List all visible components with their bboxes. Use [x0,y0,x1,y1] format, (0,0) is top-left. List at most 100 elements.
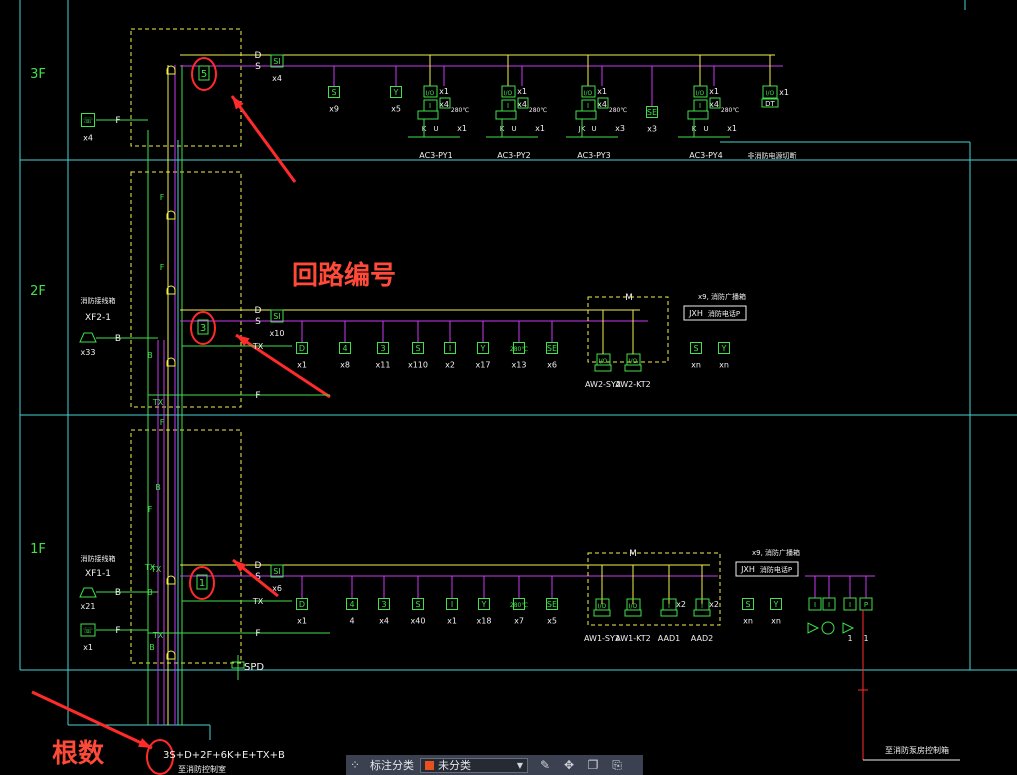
damper-i-mark-1: I [429,102,431,110]
riser-label-9: B [149,643,155,652]
jxh-box-2f [683,305,747,321]
device-1f-2-mark: 4 [349,600,354,609]
phone-1f-icon [80,623,96,637]
damper-count1-3: x1 [597,87,607,96]
damper-temp-box-3 [597,97,609,109]
annotation-toolbar: ⁘ 标注分类 未分类 ▼ ✎ ✥ ❐ ⎘ [346,755,643,775]
jxh-device-1f-2-icon [770,598,782,610]
bus-label-d-3: D [255,561,262,571]
module-1f-label-4: AAD2 [691,634,713,643]
f-label-1f-panel: F [115,626,120,636]
device-1f-5-mark: I [451,600,453,609]
f-label-1f: F [255,629,260,639]
device-2f-5-count: x2 [445,361,455,370]
module-1f-base-4 [693,609,711,617]
device-2f-6-count: x17 [476,361,491,370]
device-2f-8-icon [546,342,558,354]
device-1f-1-icon [296,598,308,610]
hydrant-count-2f: x33 [81,348,96,357]
pump-module-1 [808,597,822,611]
toolbar-tools: ✎ ✥ ❐ ⎘ [536,758,626,773]
riser-label-6: F [148,505,153,514]
trunk-name: 至消防控制室 [178,764,226,774]
riser-label-12: TX [150,565,162,574]
bottom-right-label: 至消防泵房控制箱 [885,745,949,755]
spd-icon [231,661,245,669]
module-1f-label-3: AAD1 [658,634,680,643]
arrow-conductor-count [31,690,153,750]
move-icon[interactable]: ✥ [563,757,575,772]
damper-i-mark-2: I [507,102,509,110]
device-1f-8-mark: SE [547,600,557,609]
module-2f-base-2 [624,364,642,372]
category-select[interactable]: 未分类 ▼ [420,757,528,773]
tx-label-1f: TX [252,597,264,606]
pump-module-mark-4: P [864,601,868,609]
device-2f-5-mark: I [449,344,451,353]
b-label-1f: B [115,588,121,598]
jxh-device-2f-2-mark: Y [721,344,727,353]
f-label-3f: F [115,116,120,126]
damper-count3-3: x3 [615,124,625,133]
device-2f-5-icon [444,342,456,354]
riser-label-3: F [160,418,165,427]
dt-label: DT [765,100,775,108]
m-label-1f: M [629,549,637,559]
module-1f-mark-4: I [701,603,703,610]
damper-temp-1: 280℃ [451,107,469,114]
m-module-box-2f [587,296,669,363]
bus-label-d-2: D [255,306,262,316]
damper-count2-3: x4 [597,100,607,109]
jxh-right-2f: 消防电话P [708,309,740,318]
device-2f-7-count: x13 [512,361,527,370]
jxh-device-2f-1-icon [690,342,702,354]
paste-icon[interactable]: ⎘ [612,757,622,772]
pump-module-3 [843,597,857,611]
module-1f-count-4: x2 [709,600,719,609]
device-1f-1-mark: D [299,600,305,609]
spd-label: SPD [244,662,264,673]
chevron-down-icon: ▼ [516,760,523,770]
jxh-device-1f-1-icon [742,598,754,610]
loop-number-circle-2 [190,311,216,345]
module-1f-base-3 [660,609,678,617]
arrow-loop-3f-head [232,96,244,110]
damper-temp-3: 280℃ [609,107,627,114]
device-1f-7-mark: 280℃ [510,602,528,609]
arrow-loop-3f [230,95,297,183]
loop-device-2-count: x10 [270,329,285,338]
copy-icon[interactable]: ❐ [587,757,599,772]
grid-icon[interactable]: ⁘ [349,758,361,772]
bus-label-s-2: S [255,317,261,327]
loop-device-3-icon [270,564,284,578]
damper-io-mark-4: I/O [696,90,705,97]
device-2f-3-icon [377,342,389,354]
jxh-left-1f: JXH [740,565,755,574]
jxh-right-1f: 消防电话P [760,565,792,574]
dt-module-mark: I/O [766,90,775,97]
floor-label-3F: 3F [30,67,46,82]
bus-label-s-3: S [255,572,261,582]
jxh-title-1f: x9, 消防广播箱 [752,548,800,557]
damper-count1-4: x1 [709,87,719,96]
jxh-left-2f: JXH [688,309,703,318]
module-2f-label-1: AW2-SY2 [585,380,621,389]
module-1f-mark-2: I/O [629,603,638,610]
pump-module-mark-1: I [814,601,816,609]
category-color-swatch [425,760,434,770]
module-1f-count-3: x2 [676,600,686,609]
edit-icon[interactable]: ✎ [539,757,551,772]
damper-count2-1: x4 [439,100,449,109]
damper-count2-2: x4 [517,100,527,109]
trunk-spec: 3S+D+2F+6K+E+TX+B [163,750,285,761]
phone-3f-icon [81,113,95,127]
smoke-detector-3f-count: x9 [329,105,339,114]
jxh-device-1f-2-mark: Y [773,600,779,609]
riser-branch-1 [166,65,176,75]
category-label: 标注分类 [370,759,414,772]
se-detector-3f-icon [646,106,658,118]
damper-count3-4: x1 [727,124,737,133]
jxh-device-1f-2-count: xn [771,617,781,626]
aux-label-3f: 非消防电源切断 [748,151,797,160]
riser-branch-5 [166,575,176,585]
